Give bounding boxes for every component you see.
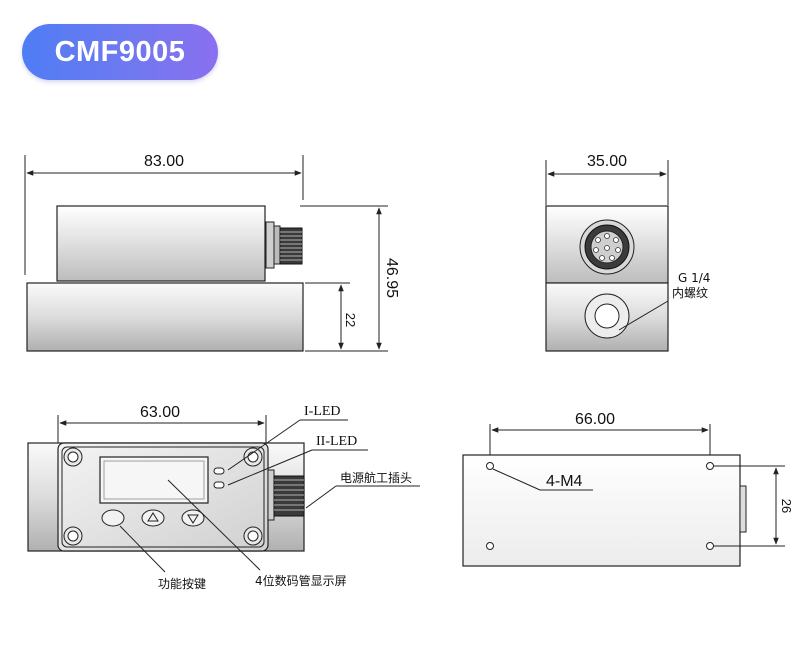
front-panel-inner — [61, 446, 265, 548]
end-view: 35.00 G 1/4 内螺纹 — [545, 153, 710, 352]
display-label: 4位数码管显示屏 — [255, 573, 347, 588]
dim-height-46-95: 46.95 — [383, 258, 400, 298]
up-button — [141, 509, 165, 527]
dim-width-35: 35.00 — [587, 153, 627, 170]
dim-base-22: 22 — [343, 313, 358, 327]
leader-keys — [119, 525, 166, 573]
connector-face-icon — [579, 219, 635, 275]
leader-connector — [305, 485, 337, 509]
corner-screw-icon — [63, 447, 263, 546]
dim-width-63: 63.00 — [140, 404, 180, 421]
model-title: CMF9005 — [54, 35, 186, 68]
side-connector — [265, 221, 303, 269]
side-view: 83.00 46.95 22 — [24, 153, 400, 352]
mount-hole-icon — [486, 462, 714, 550]
i-led-label: I-LED — [304, 404, 341, 419]
upper-housing — [56, 205, 266, 282]
down-arrow-icon — [187, 514, 199, 524]
front-view: 63.00 — [27, 404, 420, 591]
thread-label-g14: G 1/4 — [678, 271, 710, 285]
leader-display — [167, 479, 261, 571]
thread-label-internal: 内螺纹 — [672, 286, 708, 300]
bottom-plate — [462, 454, 741, 567]
leader-ii-led — [227, 449, 313, 486]
holes-label: 4-M4 — [546, 473, 583, 490]
ii-led-label: II-LED — [316, 434, 357, 449]
ii-led-indicator — [213, 481, 225, 489]
connector-label: 电源航工插头 — [340, 470, 412, 485]
dim-width-83: 83.00 — [144, 153, 184, 170]
leader-thread — [618, 300, 669, 331]
base-block — [26, 282, 304, 352]
up-arrow-icon — [147, 512, 159, 522]
display-window — [103, 460, 205, 500]
down-button — [181, 509, 205, 527]
digit-display — [99, 456, 209, 504]
dim-height-26: 26 — [779, 499, 794, 513]
threaded-port-icon — [584, 293, 630, 339]
leader-i-led — [227, 419, 301, 471]
bottom-edge-tab — [739, 485, 747, 533]
function-button — [101, 509, 125, 527]
keys-label: 功能按键 — [158, 577, 206, 591]
i-led-indicator — [213, 467, 225, 475]
dim-width-66: 66.00 — [575, 411, 615, 428]
leader-holes — [492, 468, 541, 491]
front-connector — [267, 469, 305, 521]
model-badge: CMF9005 — [22, 24, 218, 80]
bottom-view: 66.00 4-M4 26 — [462, 411, 794, 567]
